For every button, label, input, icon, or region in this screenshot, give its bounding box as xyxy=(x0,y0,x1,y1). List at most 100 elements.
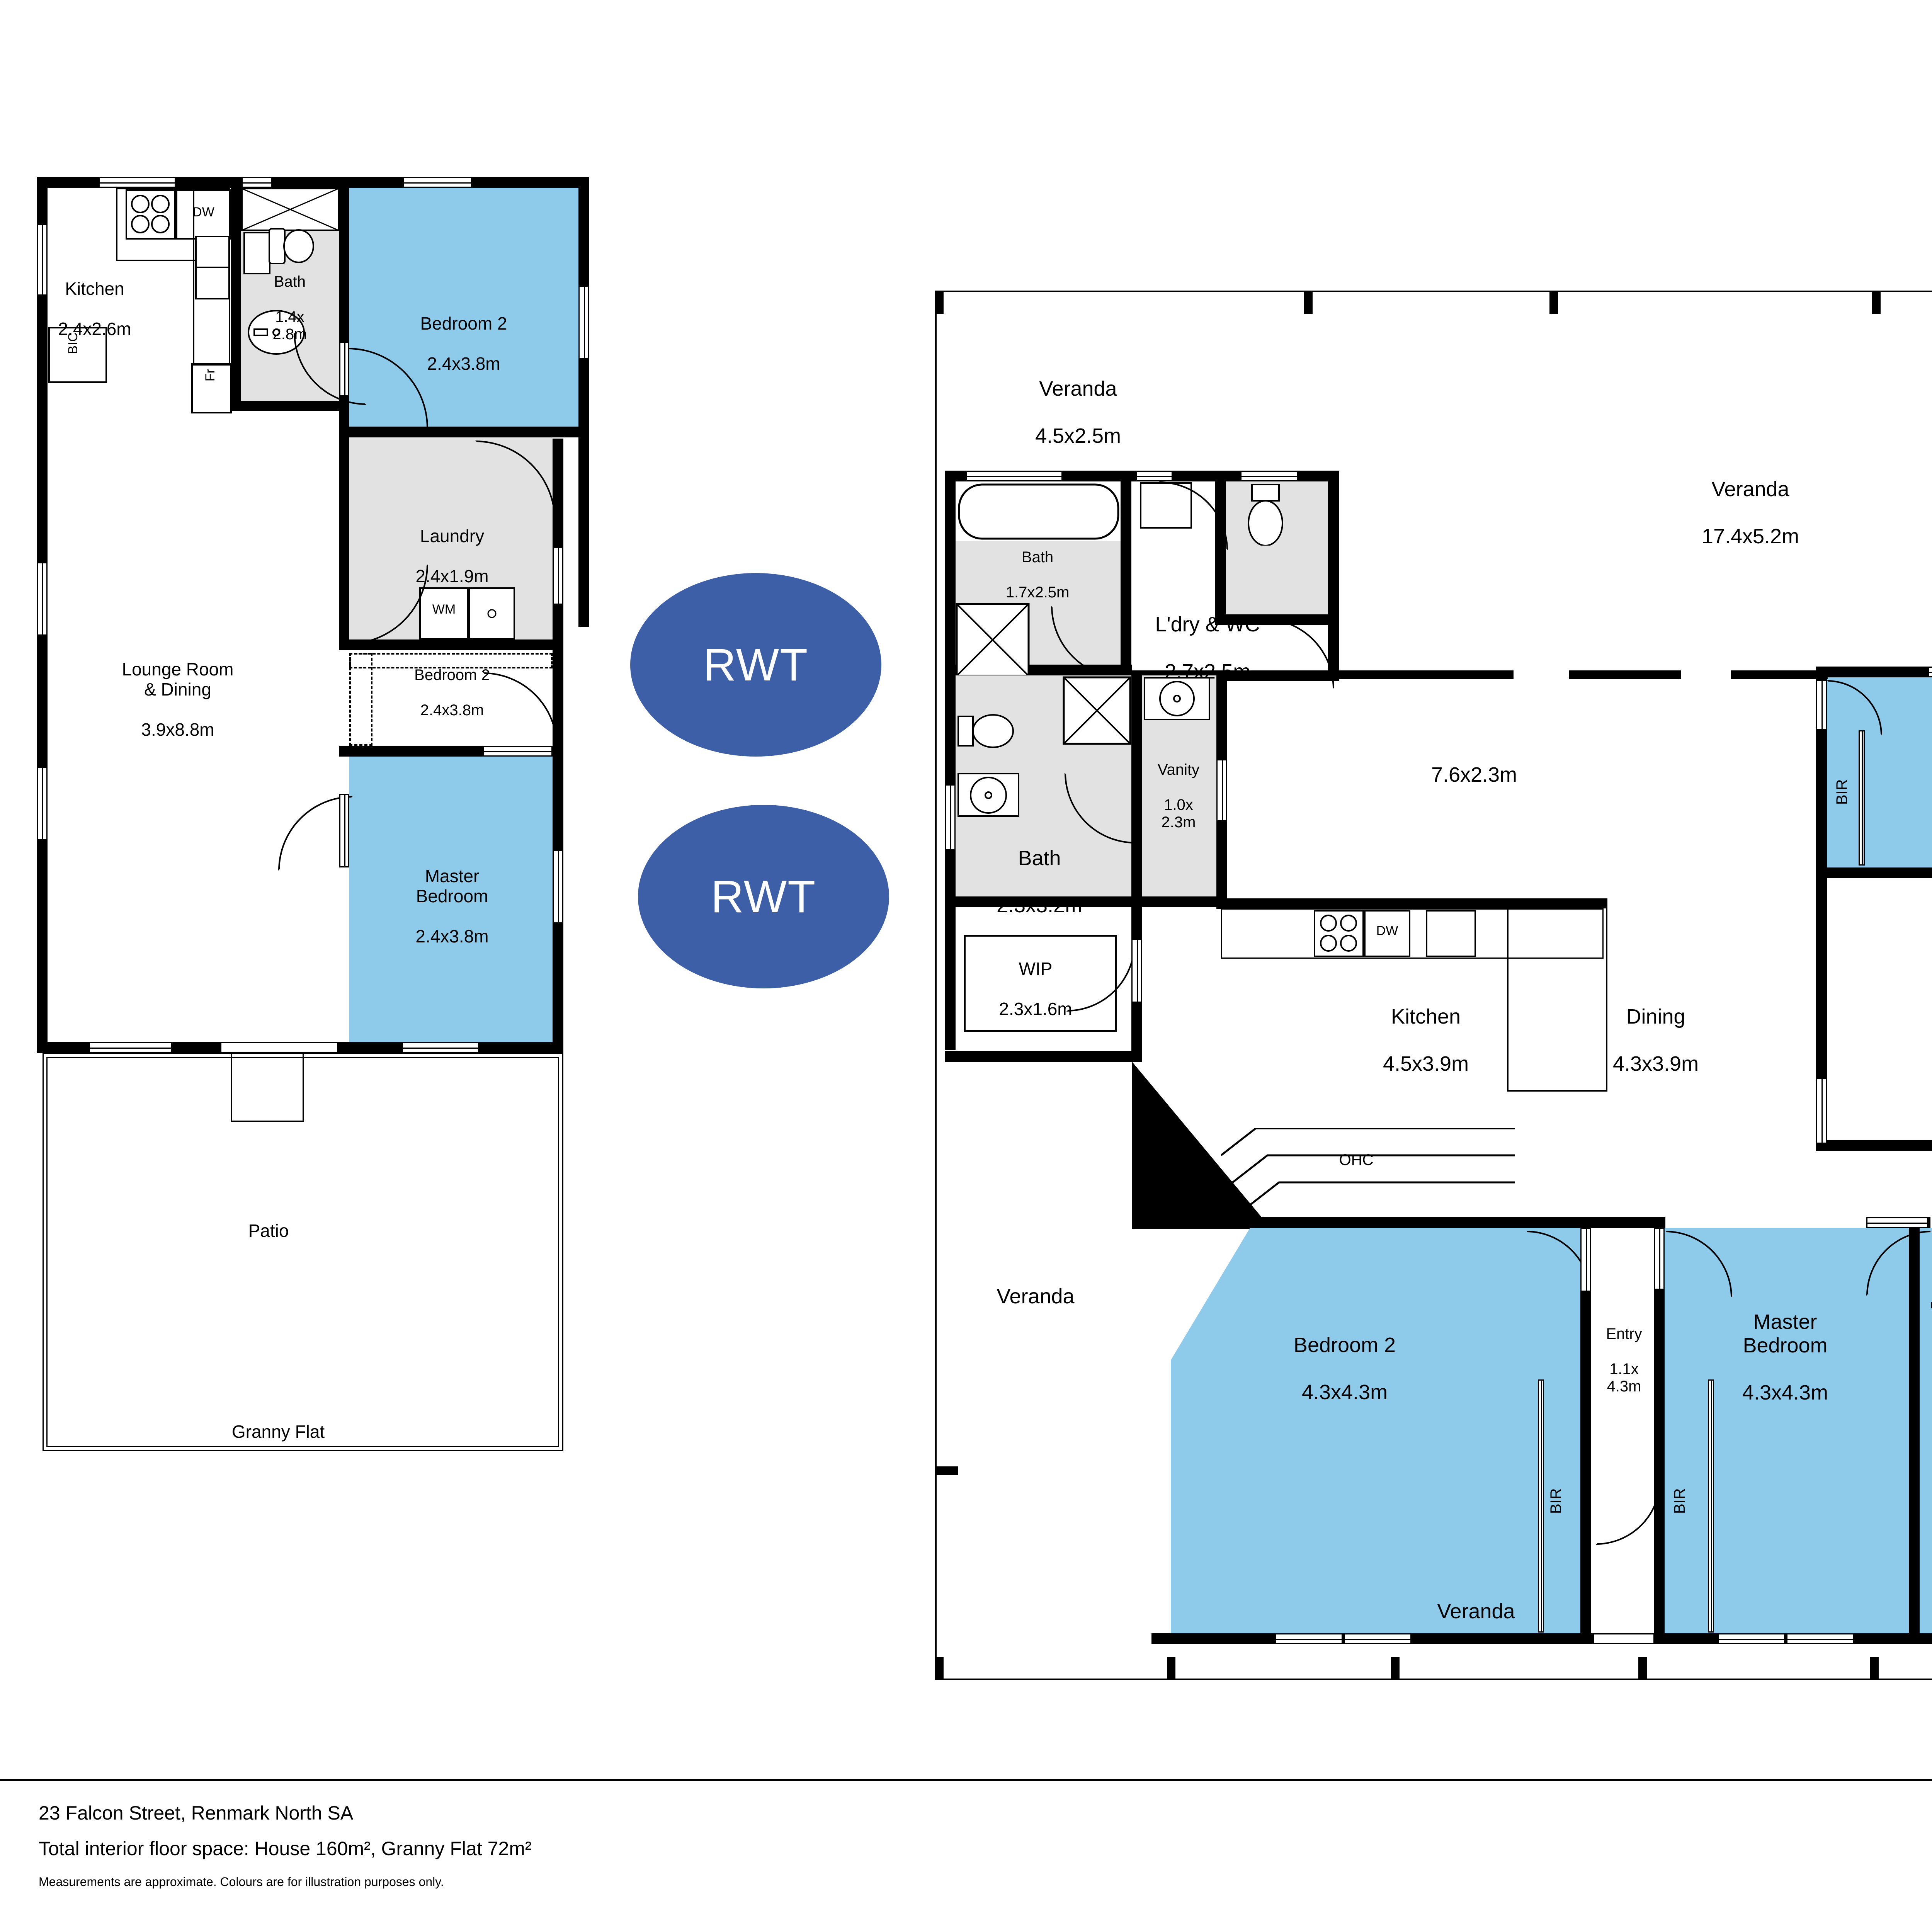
house-window-master-bottom-b xyxy=(1786,1633,1854,1644)
room-dims: 2.4x3.8m xyxy=(427,353,500,374)
gf-wall-laundry-bottom xyxy=(339,639,563,650)
gf-bedroom2-doorway xyxy=(339,342,349,396)
gf-shower-icon xyxy=(241,188,339,231)
house-label-wip: WIP 2.3x1.6m xyxy=(951,939,1121,1019)
gf-washing-machine-box xyxy=(419,587,469,639)
room-dims: 2.4x3.8m xyxy=(415,926,489,946)
gf-sliding-door-bottom xyxy=(220,1042,338,1053)
house-bir-master-doors xyxy=(1708,1379,1714,1633)
house-room-wc xyxy=(1226,481,1328,614)
house-label-hall-dims: 7.6x2.3m xyxy=(1431,763,1517,786)
room-name: Veranda xyxy=(1039,377,1117,401)
house-kitchen-bench-diagonal xyxy=(1221,1128,1515,1210)
room-name: Bath xyxy=(1021,549,1054,566)
room-name: WIP xyxy=(1019,958,1053,979)
house-label-ldry-wc: L'dry & WC 2.7x2.5m xyxy=(1088,589,1327,684)
gf-label-lounge-dining: Lounge Room & Dining 3.9x8.8m xyxy=(54,639,301,740)
room-dims: 2.4x2.6m xyxy=(58,318,131,339)
gf-label-bedroom2-lower: Bedroom 2 2.4x3.8m xyxy=(350,649,554,719)
gf-window-bottom-lounge xyxy=(89,1042,172,1053)
room-dims: 17.4x5.2m xyxy=(1701,525,1799,548)
gf-window-top-bath xyxy=(242,177,272,188)
gf-wm-label: WM xyxy=(432,602,456,617)
house-label-lounge-room: Lounge Room 4.8x3.9m xyxy=(1893,951,1932,1068)
house-room-bir-master xyxy=(1665,1379,1715,1633)
room-dims: 2.3x1.6m xyxy=(999,998,1072,1019)
gf-fridge-box xyxy=(191,363,232,413)
house-bath2-toilet-icon xyxy=(957,714,1014,748)
room-name: Bedroom 2 xyxy=(420,313,507,333)
room-name: Lounge Room & Dining xyxy=(122,659,234,699)
gf-bed2-lower-rail xyxy=(349,653,553,668)
room-dims: 2.7x2.5m xyxy=(1164,660,1251,684)
gf-cooktop-icon xyxy=(126,189,176,240)
gf-bic-box xyxy=(48,327,107,383)
veranda-post-b5 xyxy=(1870,1657,1879,1680)
veranda-post-3 xyxy=(1549,291,1558,314)
house-wall-bed4-top xyxy=(1816,667,1932,677)
house-master-doorway xyxy=(1654,1228,1665,1290)
house-dishwasher-box xyxy=(1364,910,1410,957)
house-cooktop-icon xyxy=(1314,910,1364,957)
house-window-master-bottom-a xyxy=(1718,1633,1785,1644)
gf-wall-right-upper xyxy=(578,177,589,627)
house-wall-lounge-bottom xyxy=(1816,1140,1932,1151)
house-bed2-doorway xyxy=(1580,1228,1591,1292)
gf-window-top-bed2 xyxy=(403,177,472,188)
gf-window-bottom-master xyxy=(402,1042,479,1053)
gf-kitchen-sink xyxy=(195,236,230,269)
footer-floor-space: Total interior floor space: House 160m²,… xyxy=(39,1838,532,1859)
room-name: Entry xyxy=(1606,1325,1642,1343)
gf-label-kitchen: Kitchen 2.4x2.6m xyxy=(8,259,182,339)
gf-window-right-laundry xyxy=(553,547,563,605)
room-name: Bath xyxy=(274,273,306,291)
gf-wall-bed2-bottom xyxy=(339,427,579,437)
room-dims: 1.7x2.5m xyxy=(1005,583,1070,601)
house-wall-wip-bottom xyxy=(945,1051,1142,1062)
house-label-bedroom2: Bedroom 2 4.3x4.3m xyxy=(1213,1310,1476,1404)
house-bath2-shower-icon xyxy=(1063,676,1131,745)
room-dims: 4.3x4.3m xyxy=(1301,1381,1388,1404)
room-dims: 2.3x3.2m xyxy=(996,894,1083,917)
room-dims: 4.3x3.9m xyxy=(1612,1052,1699,1076)
gf-bed2-lower-doorway xyxy=(483,746,553,757)
house-room-bir-bed4 xyxy=(1827,728,1864,867)
gf-wall-kitchen-bath xyxy=(231,177,241,411)
gf-label-bath: Bath 1.4x 2.8m xyxy=(238,256,342,343)
room-name: Veranda xyxy=(1711,478,1789,501)
house-bir-bed2-doors xyxy=(1538,1379,1544,1633)
house-bir-master-label: BIR xyxy=(1671,1488,1688,1514)
house-wall-wet-left xyxy=(945,471,956,1050)
house-dishwasher-label: DW xyxy=(1376,923,1398,938)
house-kitchen-upper-rail xyxy=(1495,898,1607,908)
house-wall-hall-top-b xyxy=(1569,670,1681,679)
room-name: Dining xyxy=(1626,1005,1685,1029)
veranda-post-b3 xyxy=(1391,1657,1400,1680)
house-room-bir-bed2 xyxy=(1542,1379,1580,1633)
watermark-rwt-2: RWT xyxy=(638,805,889,988)
house-window-bath2-left xyxy=(945,784,956,850)
house-bir-bed3-doors xyxy=(1931,1302,1932,1308)
room-dims: 1.4x 2.8m xyxy=(272,308,307,343)
footer-address: 23 Falcon Street, Renmark North SA xyxy=(39,1802,354,1824)
gf-caption-granny-flat: Granny Flat xyxy=(231,1422,325,1442)
house-window-bed2-bottom-b xyxy=(1344,1633,1412,1644)
gf-label-laundry: Laundry 2.4x1.9m xyxy=(350,506,554,587)
house-bir-bed4-label: BIR xyxy=(1833,779,1850,805)
house-label-master-bedroom: Master Bedroom 4.3x4.3m xyxy=(1677,1287,1893,1405)
gf-wall-bath-bottom xyxy=(231,401,349,411)
veranda-post-b1 xyxy=(935,1657,944,1680)
room-dims: 2.4x1.9m xyxy=(415,566,489,586)
room-dims: 2.4x3.8m xyxy=(420,701,484,719)
veranda-post-4 xyxy=(1872,291,1881,314)
house-bath2-basin-icon xyxy=(957,773,1019,817)
veranda-post-2 xyxy=(1304,291,1313,314)
gf-label-bedroom2-upper: Bedroom 2 2.4x3.8m xyxy=(352,294,576,374)
veranda-post-b4 xyxy=(1638,1657,1647,1680)
house-wall-hall-top-c xyxy=(1731,670,1828,679)
house-vanity-doorway xyxy=(1216,759,1227,821)
house-label-bath2: Bath 2.3x3.2m xyxy=(943,823,1136,917)
house-bir-bed2-label: BIR xyxy=(1548,1488,1565,1514)
house-label-veranda-bottom: Veranda xyxy=(1437,1600,1515,1623)
